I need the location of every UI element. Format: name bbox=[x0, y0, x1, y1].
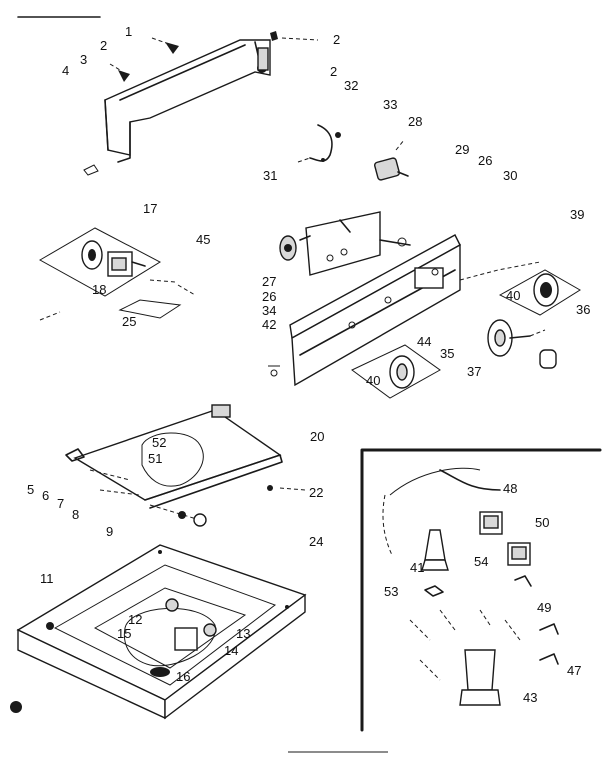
part-label-44: 44 bbox=[417, 334, 431, 349]
part-label-40: 40 bbox=[506, 288, 520, 303]
pulley-part bbox=[487, 319, 557, 369]
part-label-20: 20 bbox=[310, 429, 324, 444]
bearing-box-right bbox=[459, 261, 581, 316]
part-label-45: 45 bbox=[196, 232, 210, 247]
part-label-29: 29 bbox=[455, 142, 469, 157]
wire-harness bbox=[297, 124, 341, 163]
part-label-15: 15 bbox=[117, 626, 131, 641]
motor-assembly bbox=[38, 227, 196, 321]
part-label-48: 48 bbox=[503, 481, 517, 496]
part-label-7: 7 bbox=[57, 496, 64, 511]
part-labels: 1 2 3 4 2 2 32 33 28 31 29 26 30 17 45 1… bbox=[27, 24, 590, 705]
part-label-16: 16 bbox=[176, 669, 190, 684]
part-label-24: 24 bbox=[309, 534, 323, 549]
part-label-47: 47 bbox=[567, 663, 581, 678]
part-label-3: 3 bbox=[80, 52, 87, 67]
electrical-inset bbox=[360, 448, 602, 732]
part-label-33: 33 bbox=[383, 97, 397, 112]
part-label-2: 2 bbox=[333, 32, 340, 47]
part-label-5: 5 bbox=[27, 482, 34, 497]
dot-icon bbox=[10, 701, 22, 713]
part-label-18: 18 bbox=[92, 282, 106, 297]
console-bracket bbox=[104, 39, 271, 163]
part-label-53: 53 bbox=[384, 584, 398, 599]
long-rail bbox=[268, 234, 461, 387]
part-label-36: 36 bbox=[576, 302, 590, 317]
part-label-25: 25 bbox=[122, 314, 136, 329]
switch-part bbox=[374, 139, 409, 181]
part-label-17: 17 bbox=[143, 201, 157, 216]
cabinet-tub bbox=[16, 544, 307, 720]
clip-icon bbox=[83, 164, 99, 176]
part-label-26: 26 bbox=[262, 289, 276, 304]
part-label-37: 37 bbox=[467, 364, 481, 379]
part-label-2: 2 bbox=[330, 64, 337, 79]
screw-icon bbox=[270, 31, 319, 41]
part-label-27: 27 bbox=[262, 274, 276, 289]
part-label-11: 11 bbox=[40, 571, 54, 586]
part-label-40: 40 bbox=[366, 373, 380, 388]
part-label-26: 26 bbox=[478, 153, 492, 168]
part-label-52: 52 bbox=[152, 435, 166, 450]
part-label-49: 49 bbox=[537, 600, 551, 615]
part-label-4: 4 bbox=[62, 63, 69, 78]
part-label-42: 42 bbox=[262, 317, 276, 332]
control-bracket bbox=[279, 211, 411, 276]
part-label-9: 9 bbox=[106, 524, 113, 539]
part-label-31: 31 bbox=[263, 168, 277, 183]
base-plate bbox=[65, 404, 306, 527]
bearing-box-left bbox=[351, 344, 441, 399]
screw-icon bbox=[109, 63, 130, 82]
part-label-12: 12 bbox=[128, 612, 142, 627]
part-label-30: 30 bbox=[503, 168, 517, 183]
part-label-8: 8 bbox=[72, 507, 79, 522]
screw-icon bbox=[151, 37, 179, 54]
part-label-39: 39 bbox=[570, 207, 584, 222]
part-label-14: 14 bbox=[224, 643, 238, 658]
part-label-34: 34 bbox=[262, 303, 276, 318]
part-label-35: 35 bbox=[440, 346, 454, 361]
part-label-41: 41 bbox=[410, 560, 424, 575]
part-label-54: 54 bbox=[474, 554, 488, 569]
part-label-32: 32 bbox=[344, 78, 358, 93]
part-label-6: 6 bbox=[42, 488, 49, 503]
part-label-28: 28 bbox=[408, 114, 422, 129]
part-label-22: 22 bbox=[309, 485, 323, 500]
part-label-2: 2 bbox=[100, 38, 107, 53]
part-label-51: 51 bbox=[148, 451, 162, 466]
part-label-13: 13 bbox=[236, 626, 250, 641]
part-label-1: 1 bbox=[125, 24, 132, 39]
part-label-50: 50 bbox=[535, 515, 549, 530]
part-label-43: 43 bbox=[523, 690, 537, 705]
